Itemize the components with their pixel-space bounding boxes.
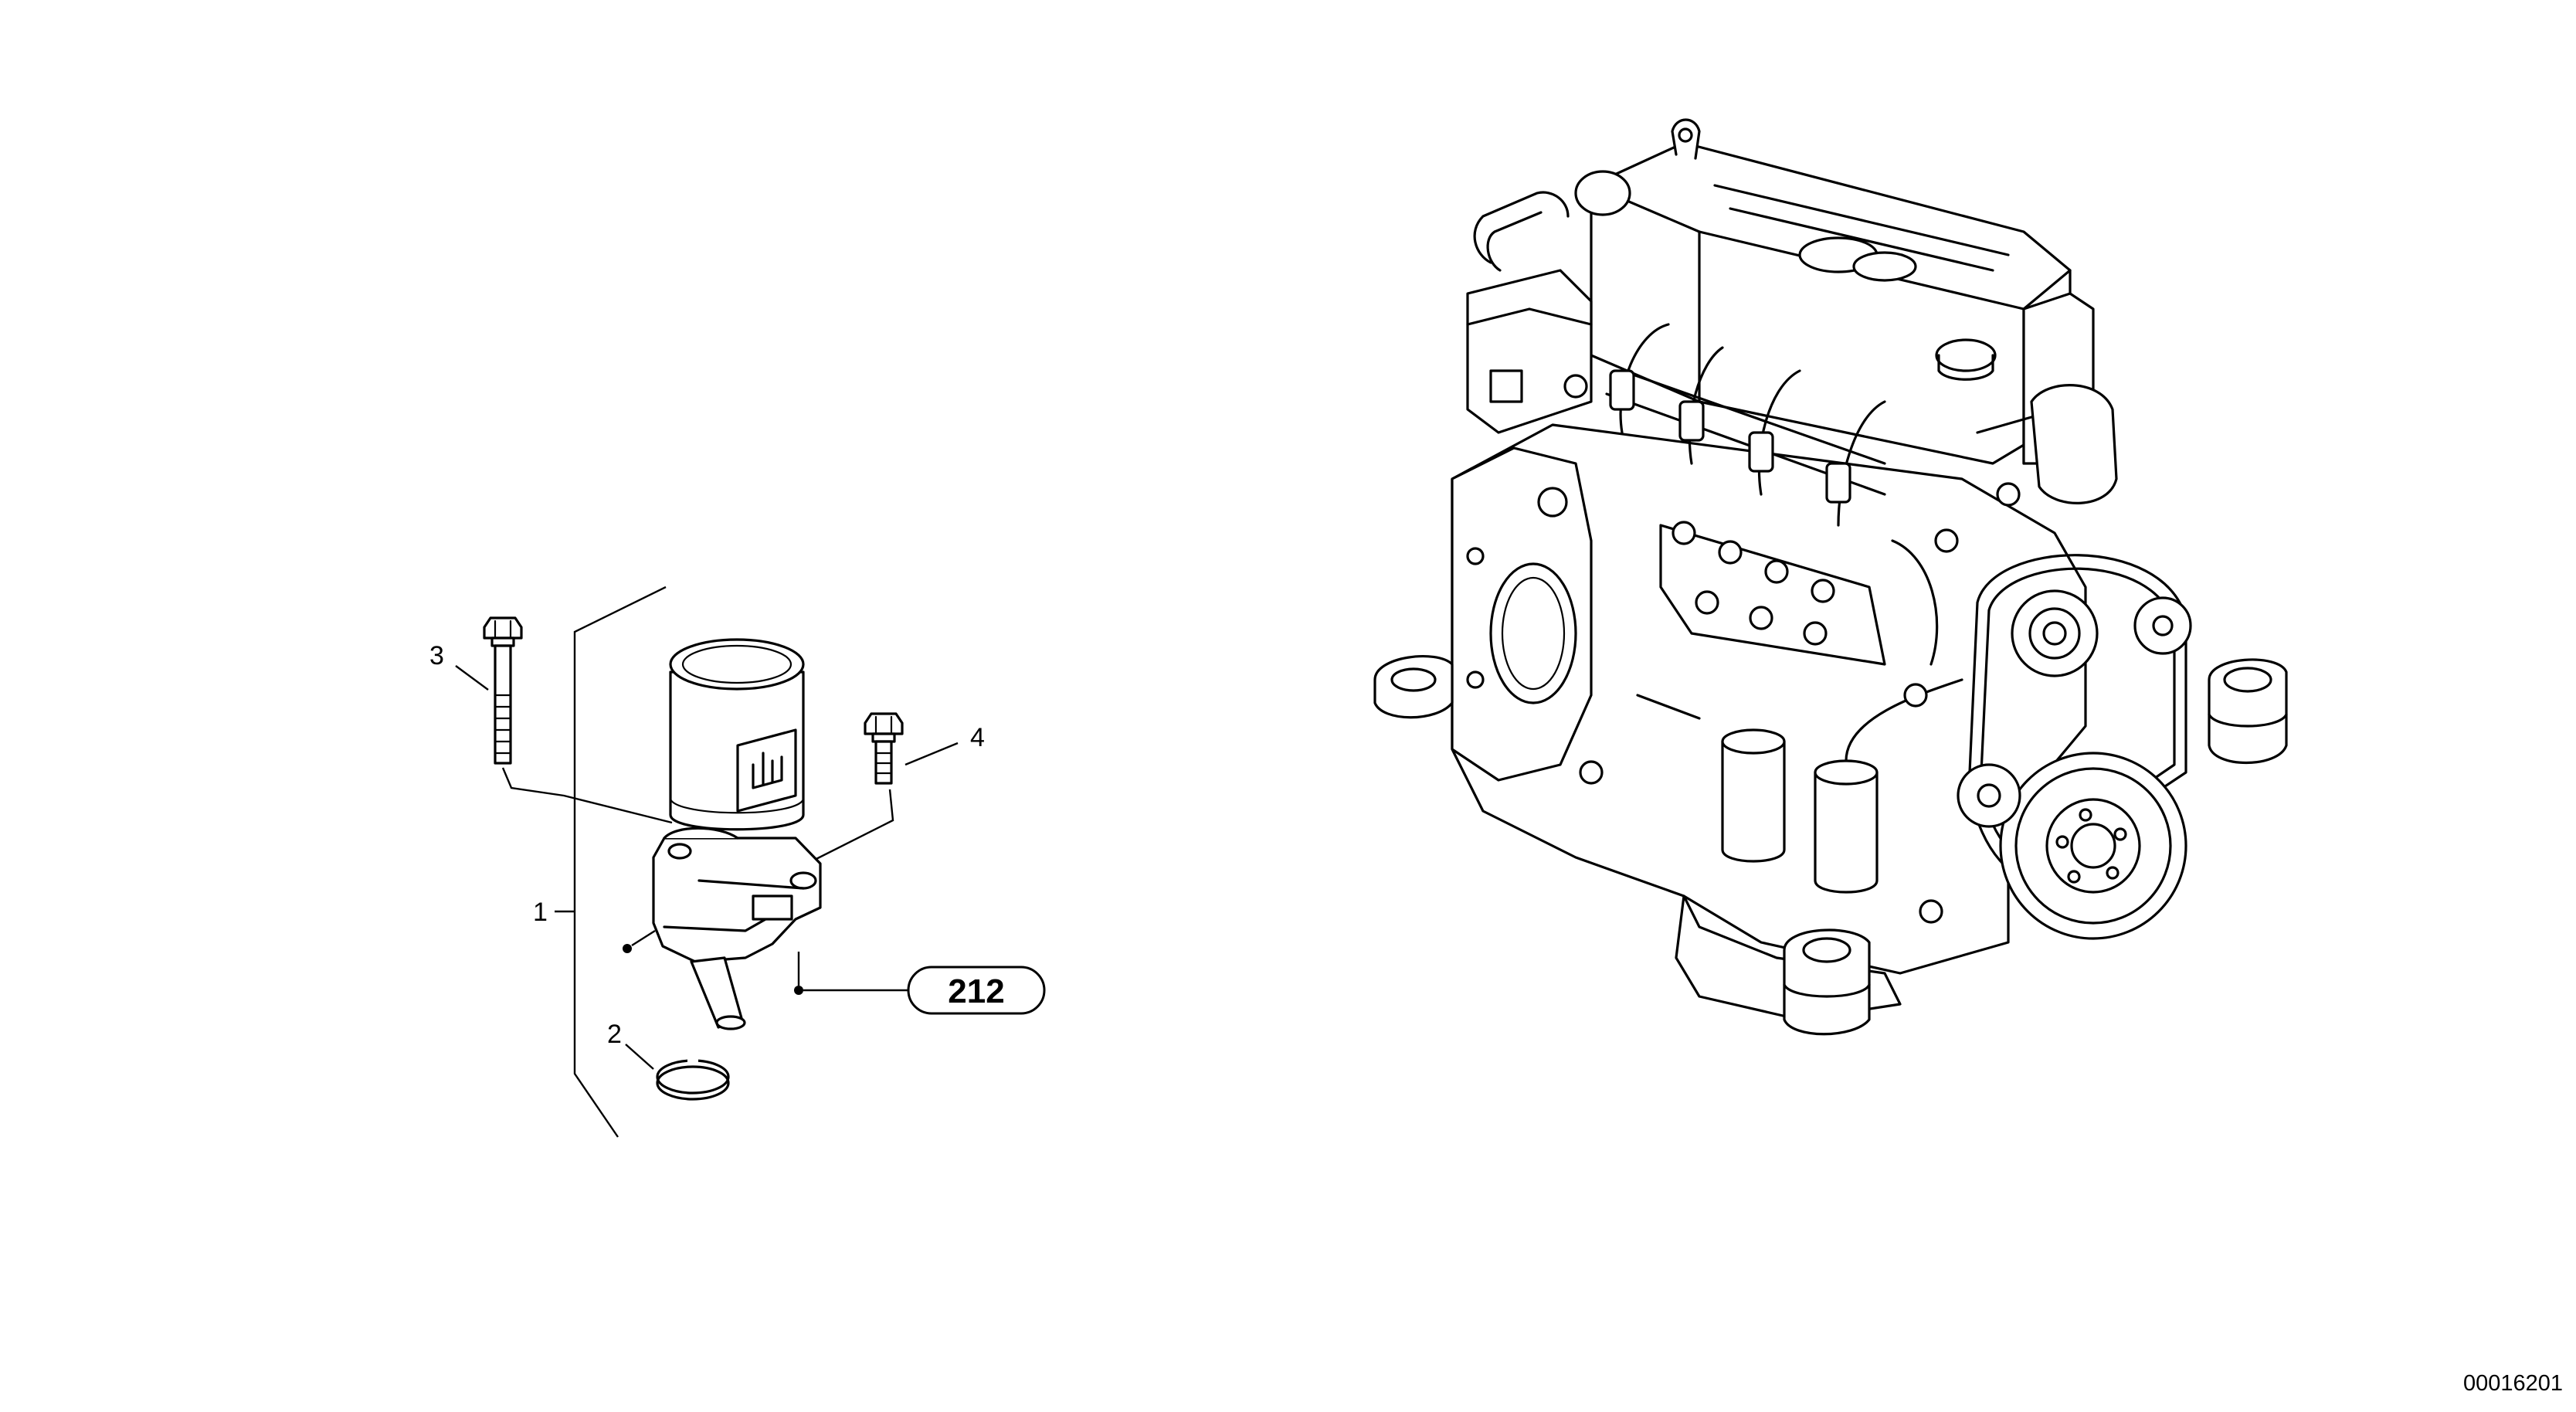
injector-row [1605, 323, 1886, 527]
callout-item-2: 2 [607, 1020, 622, 1049]
belt-drive [1957, 554, 2192, 940]
reference-badge-212[interactable]: 212 [907, 966, 1046, 1015]
injection-pump [1659, 521, 1886, 666]
document-id: 00016201 [2463, 1371, 2563, 1396]
bolt-3-axis [501, 767, 673, 824]
filter-canister-icon [669, 638, 805, 831]
item-3-leader [455, 665, 489, 691]
engine-fuel-filters [1721, 678, 1963, 894]
bolt-4-axis [791, 789, 894, 873]
item-1-bracket [573, 586, 667, 1138]
engine-mounts [1373, 655, 2288, 1036]
reference-label: 212 [948, 972, 1004, 1010]
callout-item-1: 1 [533, 898, 548, 927]
bolt-long-icon [483, 616, 523, 765]
dot-left-leader [631, 929, 656, 947]
sealing-ring-icon [656, 1057, 730, 1101]
callout-item-4: 4 [970, 723, 985, 752]
callout-item-3: 3 [429, 641, 444, 670]
filter-head-icon [652, 826, 822, 1030]
bolt-short-icon [864, 712, 904, 785]
item-2-leader [625, 1044, 654, 1070]
filter-assembly-group: 1 3 4 [429, 586, 1046, 1138]
connection-dot-right [794, 986, 803, 995]
item-4-leader [904, 742, 959, 766]
connection-dot-left [623, 944, 632, 953]
engine-illustration-icon [1373, 118, 2288, 1036]
